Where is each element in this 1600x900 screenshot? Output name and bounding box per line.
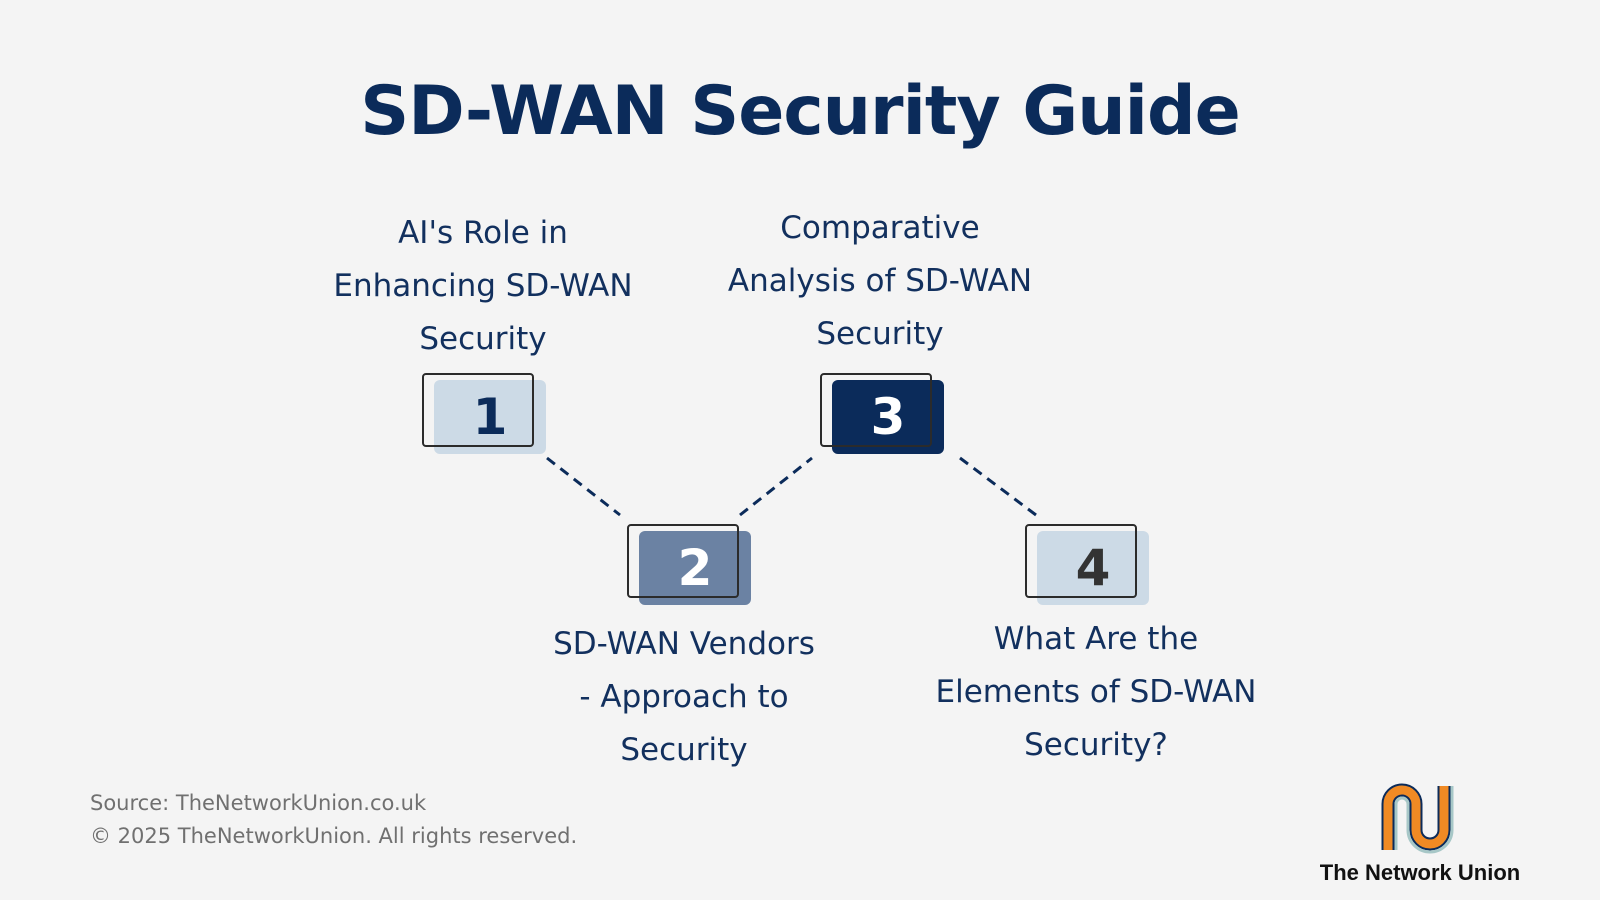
step-1-box: 1 [422,373,546,454]
footer-copyright: © 2025 TheNetworkUnion. All rights reser… [90,824,578,848]
connector-3-4 [959,456,1037,517]
brand-block: The Network Union [1300,780,1540,886]
step-1-frame [422,373,534,447]
step-3-label: Comparative Analysis of SD-WAN Security [727,210,1033,352]
step-3-box: 3 [820,373,944,454]
connector-1-2 [546,456,621,517]
step-3-number: 3 [870,388,906,446]
step-2-frame [627,524,739,598]
connector-2-3 [739,456,813,517]
step-1-label: AI's Role in Enhancing SD-WAN Security [333,215,633,357]
step-3-fill [832,380,944,454]
step-4-frame [1025,524,1137,598]
step-4-number: 4 [1075,539,1111,597]
step-1-fill [434,380,546,454]
step-2-label: SD-WAN Vendors - Approach to Security [553,626,815,768]
network-union-logo-icon [1381,783,1454,854]
step-2-fill [639,531,751,605]
step-3-frame [820,373,932,447]
step-4-label: What Are the Elements of SD-WAN Security… [935,621,1257,763]
footer-source: Source: TheNetworkUnion.co.uk [90,791,427,815]
page-title: SD-WAN Security Guide [360,72,1241,151]
step-4-box: 4 [1025,524,1149,605]
brand-name: The Network Union [1319,860,1521,885]
step-2-number: 2 [677,539,713,597]
step-1-number: 1 [472,388,508,446]
step-4-fill [1037,531,1149,605]
step-2-box: 2 [627,524,751,605]
